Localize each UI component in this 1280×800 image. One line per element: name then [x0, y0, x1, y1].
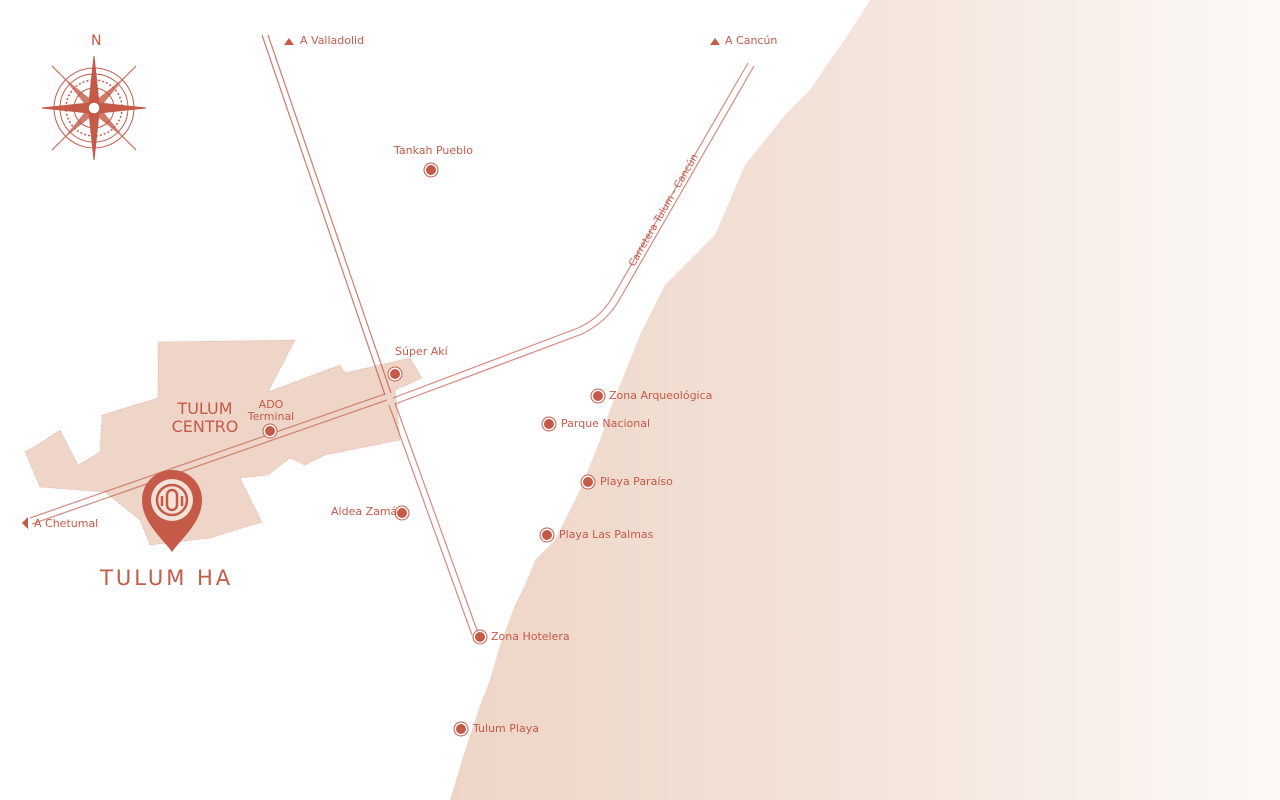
tulum-centro-area	[24, 339, 423, 546]
ado-line1: ADO	[258, 398, 284, 411]
place-zona-hotelera[interactable]: Zona Hotelera	[491, 630, 570, 643]
place-playa-paraiso[interactable]: Playa Paraíso	[600, 475, 673, 488]
direction-valladolid: A Valladolid	[300, 34, 365, 47]
arrow-up-icon	[710, 38, 720, 45]
ado-line2: Terminal	[247, 410, 295, 423]
marker-icon	[580, 474, 596, 490]
road-cancun-chetumal	[29, 62, 755, 525]
place-tankah[interactable]: Tankah Pueblo	[394, 144, 473, 157]
arrow-up-icon	[284, 38, 294, 45]
coastline-area	[450, 0, 1280, 800]
marker-icon	[539, 527, 555, 543]
place-markers	[262, 162, 606, 737]
compass-rose-icon	[41, 55, 147, 161]
place-zona-arqueologica[interactable]: Zona Arqueológica	[609, 389, 713, 402]
direction-chetumal: A Chetumal	[34, 517, 99, 530]
marker-icon	[423, 162, 439, 178]
place-tulum-playa[interactable]: Tulum Playa	[473, 722, 539, 735]
tulum-ha-pin-icon[interactable]	[142, 470, 202, 552]
town-label: TULUM CENTRO	[160, 400, 250, 436]
place-ado-terminal[interactable]: ADO Terminal	[245, 399, 297, 423]
place-aldea-zama[interactable]: Aldea Zamá	[331, 505, 398, 518]
town-line2: CENTRO	[171, 417, 239, 436]
marker-icon	[262, 423, 278, 439]
road-valladolid	[261, 34, 479, 636]
place-parque-nacional[interactable]: Parque Nacional	[561, 417, 650, 430]
compass-north-label: N	[91, 33, 102, 49]
marker-icon	[453, 721, 469, 737]
marker-icon	[541, 416, 557, 432]
town-line1: TULUM	[177, 399, 233, 418]
place-playa-las-palmas[interactable]: Playa Las Palmas	[559, 528, 654, 541]
marker-icon	[387, 366, 403, 382]
arrow-left-icon	[22, 517, 28, 529]
marker-icon	[394, 505, 410, 521]
brand-name: TULUM HA	[100, 566, 234, 590]
marker-icon	[590, 388, 606, 404]
marker-icon	[472, 629, 488, 645]
place-super-aki[interactable]: Súper Akí	[395, 345, 448, 358]
direction-cancun: A Cancún	[725, 34, 778, 47]
